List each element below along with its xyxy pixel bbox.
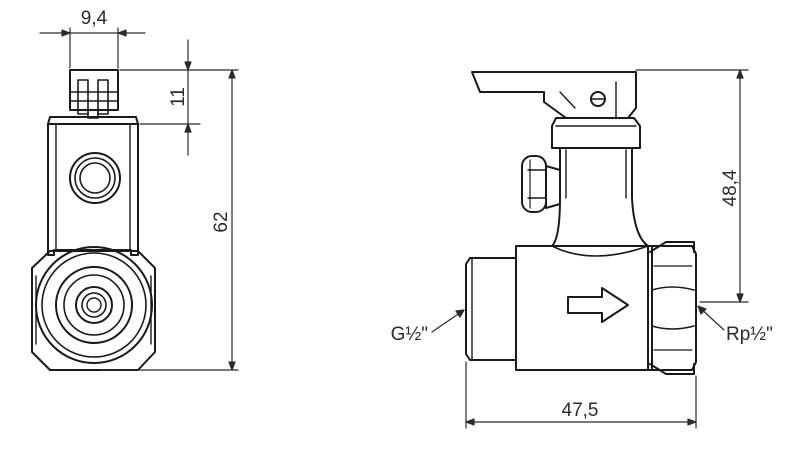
front-body [47,123,139,256]
dim-label-total-height: 62 [211,211,232,232]
front-collar [47,116,139,125]
front-handle [69,69,119,119]
front-hex-nut [31,250,156,371]
flow-arrow [567,287,629,323]
thread-label-inlet: G½" [391,324,428,345]
side-inlet-spigot [465,257,517,361]
front-view [31,69,156,371]
side-main-body [515,245,653,371]
dim-label-top-width: 9,4 [81,8,108,29]
thread-label-outlet: Rp½" [726,324,773,345]
side-dimensions [431,69,749,429]
side-collar [551,117,641,149]
side-hex-nut [647,241,697,375]
front-dimensions [39,27,239,371]
side-view [465,71,697,375]
dim-label-handle-height: 11 [168,87,189,107]
dim-label-length: 47,5 [562,400,599,421]
side-lever-screw [590,91,606,107]
front-bore [35,246,153,364]
side-drain-nozzle [521,155,561,213]
dim-label-side-height: 48,4 [720,169,741,206]
side-lever-handle [471,71,637,119]
front-side-port [69,152,121,204]
